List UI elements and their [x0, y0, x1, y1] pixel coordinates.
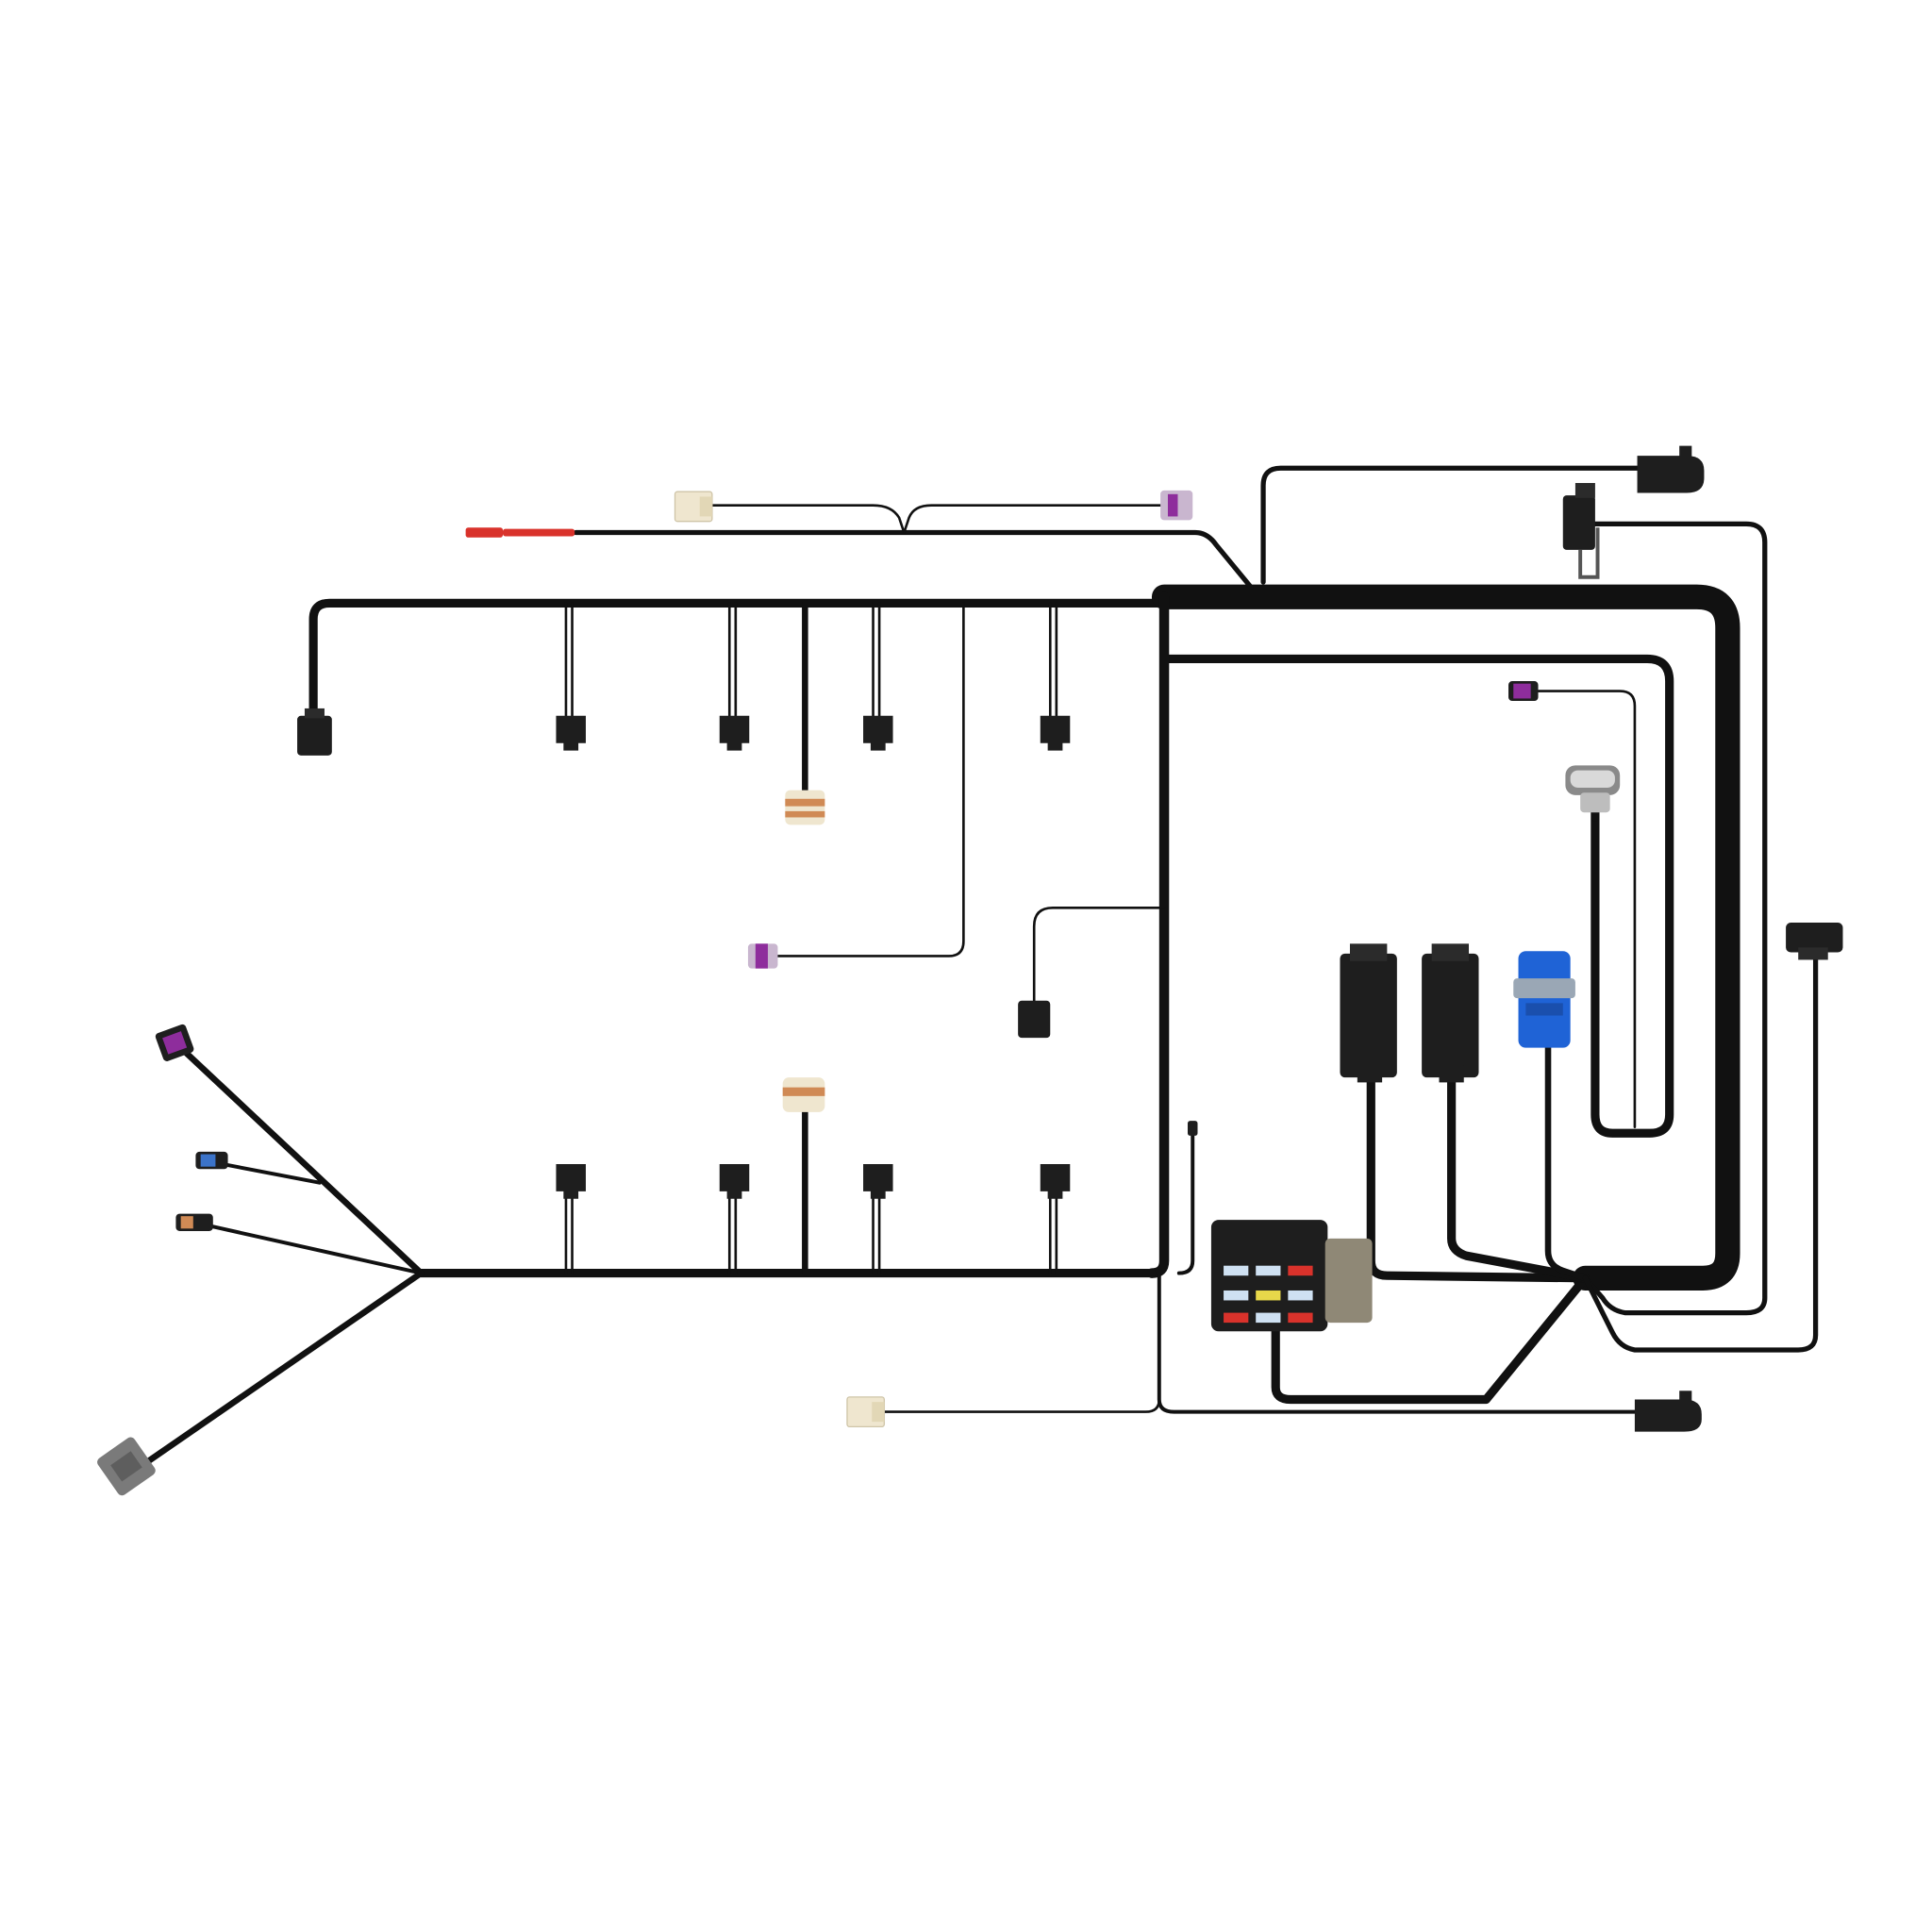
left-purple-connector: [155, 1024, 194, 1061]
ecm-connector: [1340, 943, 1397, 1083]
coil-connector: [785, 790, 825, 825]
fuel-injector-connector: [556, 1164, 586, 1199]
stub-lead: [1176, 1127, 1195, 1275]
purple-small-connector: [1508, 681, 1539, 702]
top-left-connector: [297, 708, 332, 756]
lavender-top-lead: [903, 504, 1163, 534]
left-black-lead: [208, 1224, 424, 1275]
bracket-sensor: [1562, 483, 1600, 579]
bracket-lead: [1582, 521, 1768, 1316]
transmission-lead: [1544, 1043, 1589, 1282]
fuse-row: [1224, 1265, 1281, 1276]
upper-right-lead: [1260, 465, 1650, 585]
harness-wires: [126, 465, 1819, 1477]
stub-terminal: [1187, 1121, 1198, 1136]
tan-lower-lead: [880, 1398, 1161, 1413]
red-battery-terminal: [465, 527, 575, 538]
bottom-injector-drops: [564, 1190, 1058, 1274]
right-side-connector: [1786, 923, 1843, 960]
tan-top-connector: [674, 491, 713, 523]
fuse-loop: [1271, 1274, 1591, 1405]
left-blue-lead: [221, 1162, 322, 1185]
purple-mid-lead: [776, 602, 965, 958]
purple-sensor-connector: [747, 943, 778, 969]
tan-top-lead: [710, 504, 906, 534]
fuel-injector-connector: [863, 715, 893, 751]
coil-connector: [782, 1077, 825, 1112]
bottom-right-connector: [1634, 1391, 1702, 1432]
fuel-injector-connector: [1040, 1164, 1071, 1199]
black-sensor-connector: [1018, 1000, 1051, 1039]
fuse-relay-box: [1210, 1220, 1373, 1332]
fuel-injector-connector: [556, 715, 586, 751]
fuel-injector-connector: [1040, 715, 1071, 751]
outer-loom: [1151, 584, 1740, 1291]
ecm-lead-2: [1447, 1073, 1591, 1283]
top-trunk: [308, 598, 1169, 748]
top-injector-drops: [564, 602, 1058, 718]
battery-lead: [573, 529, 1254, 590]
fuel-injector-connector: [719, 715, 750, 751]
fuel-injector-connector: [863, 1164, 893, 1199]
left-gray-lead: [126, 1270, 425, 1477]
fuel-injector-connector: [719, 1164, 750, 1199]
left-gray-connector: [97, 1437, 156, 1496]
left-blue-connector: [195, 1151, 228, 1170]
right-connector-lead: [1582, 951, 1819, 1353]
ecm-connector: [1422, 943, 1479, 1083]
purple-small-lead: [1534, 690, 1637, 1128]
middle-branch-lead: [1032, 906, 1166, 1005]
lavender-top-connector: [1160, 490, 1193, 521]
inner-loop: [1162, 654, 1674, 1138]
round-sensor: [1565, 765, 1621, 813]
left-purple-lead: [180, 1046, 425, 1276]
transmission-connector: [1513, 951, 1575, 1048]
top-right-connector: [1637, 445, 1705, 493]
tan-bottom-connector: [846, 1396, 886, 1428]
left-black-connector: [175, 1213, 213, 1231]
